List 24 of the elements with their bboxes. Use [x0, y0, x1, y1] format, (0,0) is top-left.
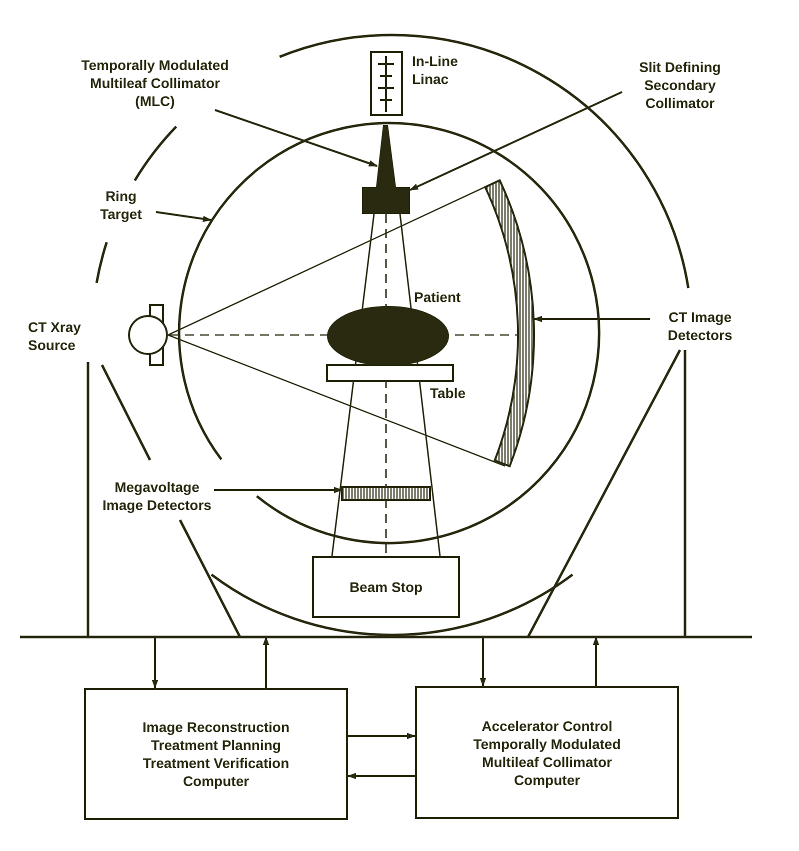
process-box: Image Reconstruction Treatment Planning Treatment Verification Computer — [84, 688, 348, 820]
part-label: CT Xray Source — [28, 318, 82, 354]
arrow — [348, 732, 416, 740]
part-label: In-Line Linac — [412, 52, 459, 88]
callout-text: Ring Target — [86, 187, 156, 223]
arrow — [480, 637, 486, 687]
process-box: Beam Stop — [312, 556, 460, 618]
leader-line — [533, 316, 650, 322]
callout-text: Temporally Modulated Multileaf Collimator (MLC) — [75, 56, 235, 110]
part-label: Patient — [414, 288, 462, 306]
callout-text: CT Image Detectors — [650, 308, 750, 344]
detector-array — [484, 179, 535, 468]
arrow — [152, 637, 158, 689]
callout-text: Slit Defining Secondary Collimator — [622, 58, 738, 112]
process-box: Accelerator Control Temporally Modulated Multileaf Collimator Computer — [415, 686, 679, 819]
callout-text: Megavoltage Image Detectors — [100, 478, 214, 514]
arrow — [592, 636, 600, 686]
part-label: Table — [430, 384, 467, 402]
leader-line — [156, 211, 212, 222]
base-line — [20, 636, 752, 638]
leader-line — [214, 109, 378, 167]
arrow — [347, 772, 415, 780]
leader-line — [409, 91, 622, 191]
arrow — [262, 636, 270, 688]
